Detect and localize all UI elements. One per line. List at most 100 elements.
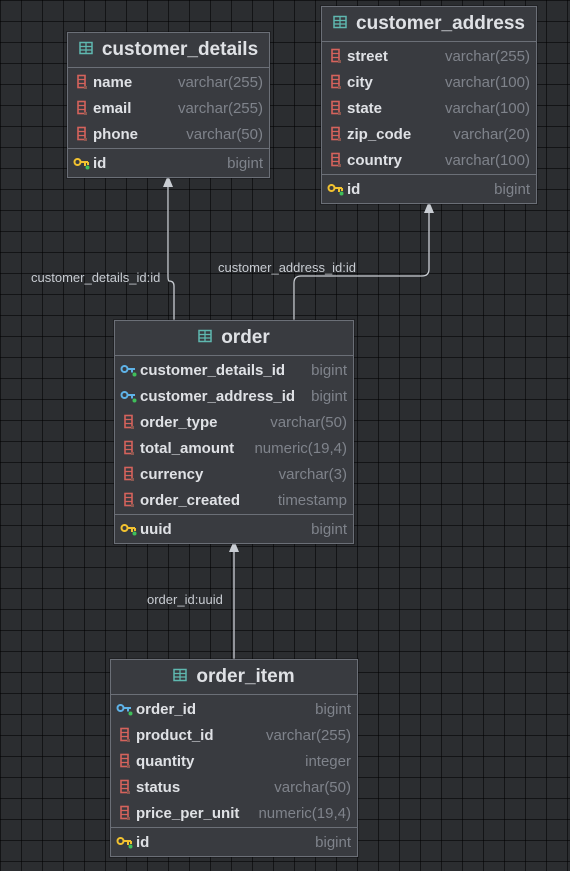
column-row-city[interactable]: city varchar(100) [322,69,536,95]
column-icon [73,74,91,90]
column-icon [116,727,134,743]
arrow-head-customer-address [424,201,434,213]
column-name: product_id [136,726,214,744]
primary-key-icon [116,835,134,849]
column-icon [73,126,91,142]
foreign-key-icon [120,389,138,403]
column-name: order_created [140,491,241,509]
column-name: quantity [136,752,195,770]
table-title: customer_details [101,39,259,60]
column-row-street[interactable]: street varchar(255) [322,43,536,69]
column-row-currency[interactable]: currency varchar(3) [115,461,353,487]
column-icon [116,779,134,795]
table-icon [79,39,93,61]
column-name: street [347,47,388,65]
column-name: uuid [140,520,172,538]
arrow-head-customer-details [163,175,173,187]
primary-key-icon [73,156,91,170]
column-row-name[interactable]: name varchar(255) [68,69,269,95]
column-type: bigint [227,154,263,172]
column-row-country[interactable]: country varchar(100) [322,147,536,173]
column-name: id [93,154,107,172]
column-name: zip_code [347,125,412,143]
column-icon [120,414,138,430]
column-name: status [136,778,181,796]
column-icon [73,100,91,116]
foreign-key-icon [116,702,134,716]
primary-key-icon [120,522,138,536]
column-type: varchar(50) [274,778,351,796]
table-title: order_item [196,666,295,687]
column-type: bigint [494,180,530,198]
column-icon [120,440,138,456]
table-header[interactable]: order_item [111,660,357,695]
table-title: customer_address [356,13,525,34]
column-type: varchar(100) [444,73,530,91]
column-type: numeric(19,4) [258,804,351,822]
column-name: state [347,99,383,117]
column-type: varchar(100) [444,99,530,117]
column-type: varchar(255) [177,73,263,91]
table-icon [173,666,188,688]
column-name: name [93,73,133,91]
primary-key-icon [327,182,345,196]
column-type: varchar(50) [270,413,347,431]
edge-order-customer-address[interactable] [293,212,430,320]
column-row-price-per-unit[interactable]: price_per_unit numeric(19,4) [111,800,357,826]
column-row-order-created[interactable]: order_created timestamp [115,487,353,513]
column-name: order_type [140,413,218,431]
column-type: numeric(19,4) [254,439,347,457]
table-customer-address[interactable]: customer_address street varchar(255) city v… [321,6,537,204]
column-icon [327,100,345,116]
column-icon [116,753,134,769]
column-name: id [136,833,150,851]
relation-label-customer-address: customer_address_id:id [218,260,357,275]
column-type: varchar(100) [444,151,530,169]
column-type: timestamp [277,491,347,509]
column-name: currency [140,465,204,483]
edge-order-customer-details[interactable] [167,186,175,320]
column-icon [327,126,345,142]
column-type: varchar(3) [278,465,347,483]
relation-label-order: order_id:uuid [147,592,223,607]
column-name: country [347,151,403,169]
column-name: order_id [136,700,197,718]
column-icon [120,492,138,508]
column-row-status[interactable]: status varchar(50) [111,774,357,800]
column-icon [327,74,345,90]
column-icon [116,805,134,821]
column-row-state[interactable]: state varchar(100) [322,95,536,121]
table-header[interactable]: customer_details [68,33,269,68]
column-icon [120,466,138,482]
column-type: varchar(255) [177,99,263,117]
column-row-id[interactable]: id bigint [68,150,269,176]
column-name: id [347,180,361,198]
column-type: varchar(255) [444,47,530,65]
column-row-order-type[interactable]: order_type varchar(50) [115,409,353,435]
table-header[interactable]: customer_address [322,7,536,42]
column-name: city [347,73,373,91]
column-type: varchar(255) [265,726,351,744]
column-row-id[interactable]: id bigint [322,176,536,202]
column-row-product-id[interactable]: product_id varchar(255) [111,722,357,748]
table-header[interactable]: order [115,321,353,356]
column-name: phone [93,125,138,143]
column-name: price_per_unit [136,804,240,822]
column-icon [327,48,345,64]
column-icon [327,152,345,168]
table-title: order [221,327,270,348]
